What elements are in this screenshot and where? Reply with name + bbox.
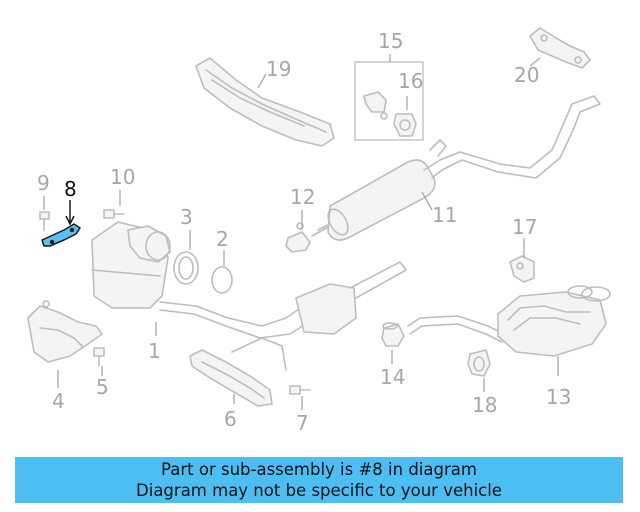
part-7-bolt[interactable] — [289, 385, 311, 410]
part-10-bolt[interactable] — [103, 190, 125, 219]
part-1-front-pipe-assembly[interactable] — [91, 221, 407, 371]
part-18-hanger[interactable] — [467, 349, 491, 392]
part-20-bracket[interactable] — [529, 27, 591, 69]
part-13-rear-muffler[interactable] — [407, 285, 611, 376]
part-17-bracket[interactable] — [509, 238, 535, 283]
callout-15: 15 — [378, 29, 403, 53]
part-19-heat-shield[interactable] — [195, 57, 335, 147]
callout-18: 18 — [472, 393, 497, 417]
banner-line-1: Part or sub-assembly is #8 in diagram — [161, 460, 477, 479]
callout-19: 19 — [266, 57, 291, 81]
banner-line-2: Diagram may not be specific to your vehi… — [136, 481, 502, 500]
part-3-seal-ring[interactable] — [173, 230, 199, 285]
callout-1: 1 — [148, 339, 161, 363]
part-12-clamp[interactable] — [285, 210, 311, 253]
callout-13: 13 — [546, 385, 571, 409]
exhaust-parts-diagram: 19 15 16 20 11 12 — [27, 27, 611, 435]
part-2-gasket[interactable] — [211, 250, 233, 294]
callout-10: 10 — [110, 165, 135, 189]
part-4-heat-shield[interactable] — [27, 300, 103, 388]
callout-20: 20 — [514, 63, 539, 87]
part-11-center-muffler[interactable] — [311, 95, 601, 241]
callout-3: 3 — [180, 205, 193, 229]
callout-5: 5 — [96, 375, 109, 399]
part-6-heat-shield[interactable] — [189, 349, 273, 407]
callout-17: 17 — [512, 215, 537, 239]
part-9-bolt[interactable] — [39, 196, 50, 231]
callout-6: 6 — [224, 407, 237, 431]
info-banner: Part or sub-assembly is #8 in diagram Di… — [15, 457, 623, 503]
callout-7: 7 — [296, 411, 309, 435]
part-14-clamp[interactable] — [381, 322, 405, 364]
callout-2: 2 — [216, 227, 229, 251]
callout-11: 11 — [432, 203, 457, 227]
callout-12: 12 — [290, 185, 315, 209]
callout-4: 4 — [52, 389, 65, 413]
callout-8: 8 — [64, 177, 77, 201]
callout-14: 14 — [380, 365, 405, 389]
part-8-bracket[interactable] — [41, 200, 81, 247]
callout-16: 16 — [398, 69, 423, 93]
part-5-bolt[interactable] — [93, 347, 105, 376]
callout-9: 9 — [37, 171, 50, 195]
part-15-16-group[interactable] — [354, 54, 424, 141]
